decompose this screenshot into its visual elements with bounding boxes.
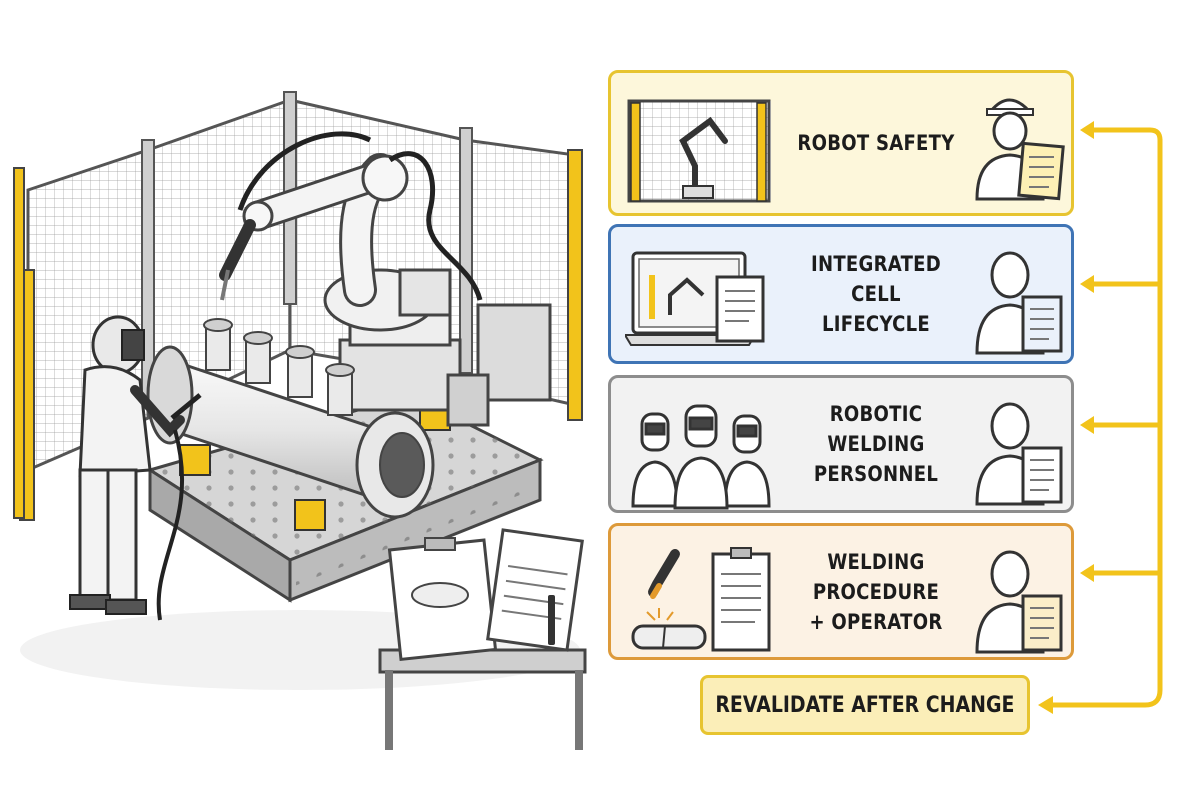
engineer-hardhat-document-icon bbox=[975, 98, 1065, 201]
robot-safety-label: ROBOT SAFETY bbox=[797, 131, 955, 155]
robot-arm-icon bbox=[219, 131, 483, 412]
cell-lifecycle-label: INTEGRATED CELL LIFECYCLE bbox=[810, 252, 942, 336]
welding-cell-illustration bbox=[13, 91, 587, 750]
revalidate-label: REVALIDATE AFTER CHANGE bbox=[715, 692, 1015, 718]
controller-cabinet-icon bbox=[446, 303, 552, 427]
welding-personnel-card: ROBOTIC WELDING PERSONNEL bbox=[608, 375, 1074, 513]
pen-icon bbox=[548, 595, 555, 645]
welding-personnel-label: ROBOTIC WELDING PERSONNEL bbox=[813, 402, 939, 486]
welding-procedure-card: WELDING PROCEDURE + OPERATOR bbox=[608, 523, 1074, 660]
person-document-icon bbox=[975, 402, 1063, 506]
robot-safety-card: ROBOT SAFETY bbox=[608, 70, 1074, 216]
clipboard-icon bbox=[387, 537, 498, 662]
cell-lifecycle-card: INTEGRATED CELL LIFECYCLE bbox=[608, 224, 1074, 364]
welding-procedure-label: WELDING PROCEDURE + OPERATOR bbox=[809, 549, 943, 634]
revalidate-box: REVALIDATE AFTER CHANGE bbox=[700, 675, 1030, 735]
person-document-icon bbox=[975, 550, 1063, 654]
person-document-icon bbox=[975, 251, 1063, 355]
welder-icon bbox=[69, 315, 202, 621]
torch-clipboard-icon bbox=[631, 547, 771, 652]
robot-cell-fence-icon bbox=[627, 99, 771, 203]
laptop-document-icon bbox=[625, 251, 765, 346]
welders-group-icon bbox=[631, 404, 771, 510]
document-icon bbox=[486, 528, 584, 652]
